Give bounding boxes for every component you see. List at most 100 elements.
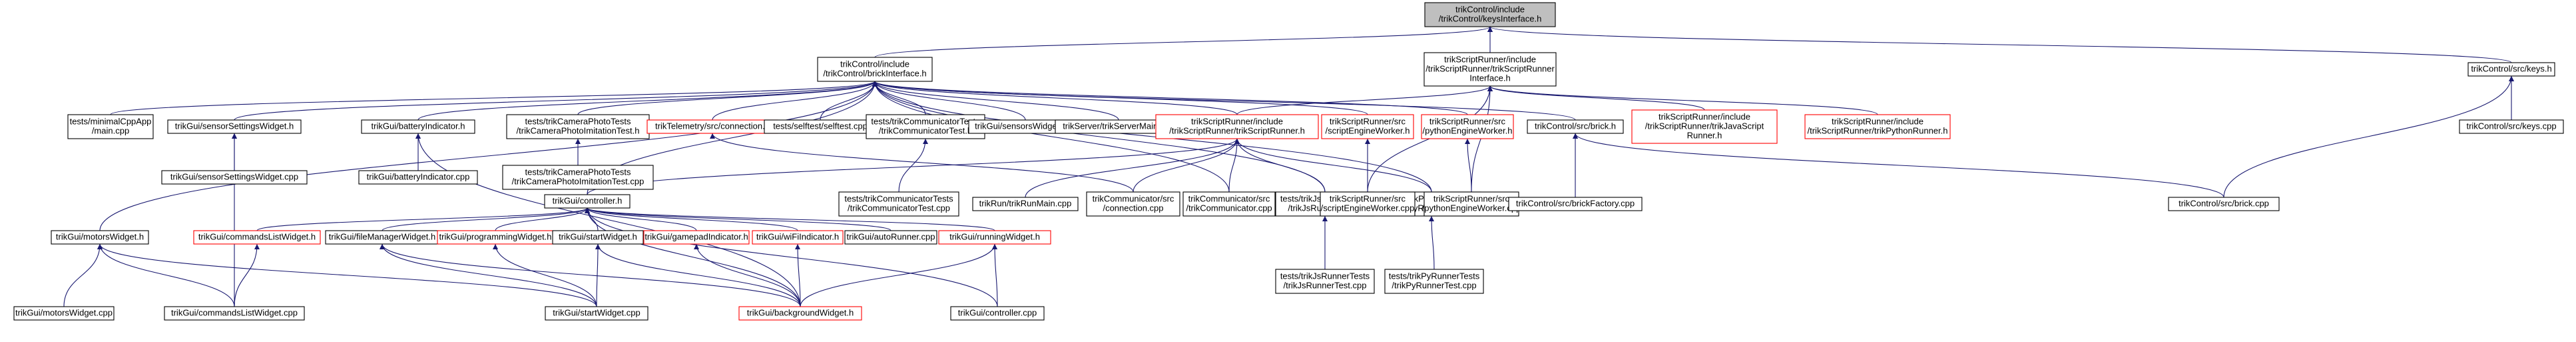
file-node[interactable]: trikScriptRunner/include/trikScriptRunne… bbox=[1155, 114, 1319, 139]
file-node-label: trikGui/startWidget.cpp bbox=[553, 307, 641, 317]
dependency-edge bbox=[872, 81, 1230, 193]
file-node[interactable]: trikControl/src/brick.h bbox=[1527, 119, 1624, 134]
file-node[interactable]: trikCommunicator/src/connection.cpp bbox=[1086, 191, 1180, 217]
dependency-edge bbox=[992, 243, 998, 307]
file-node-label: trikControl/src/keys.h bbox=[2471, 63, 2551, 73]
file-node-label: trikScriptRunner/include bbox=[1832, 116, 1924, 126]
dependency-edge bbox=[585, 207, 801, 307]
file-node[interactable]: trikGui/sensorSettingsWidget.h bbox=[167, 119, 302, 134]
dependency-edge bbox=[256, 207, 590, 231]
file-node[interactable]: tests/minimalCppApp/main.cpp bbox=[67, 114, 154, 139]
file-node-box bbox=[506, 114, 650, 139]
file-node-box bbox=[817, 57, 933, 82]
file-node-label: trikCommunicator/src bbox=[1093, 193, 1174, 203]
dependency-edge bbox=[585, 207, 892, 231]
file-node-label: trikScriptRunner/src bbox=[1429, 116, 1506, 126]
file-node-box bbox=[938, 230, 1051, 245]
file-node[interactable]: trikControl/include/trikControl/keysInte… bbox=[1424, 2, 1556, 27]
file-node-box bbox=[1321, 114, 1414, 139]
file-node[interactable]: trikScriptRunner/src/pythonEngineWorker.… bbox=[1422, 191, 1521, 217]
file-node-box bbox=[752, 230, 844, 245]
file-node[interactable]: trikRun/trikRunMain.cpp bbox=[972, 197, 1079, 211]
file-node-label: trikControl/src/brick.h bbox=[1535, 121, 1616, 131]
file-node[interactable]: tests/trikCameraPhotoTests/trikCameraPho… bbox=[502, 165, 654, 190]
file-node[interactable]: trikGui/gamepadIndicator.h bbox=[643, 230, 750, 245]
file-node[interactable]: trikControl/src/keys.h bbox=[2467, 62, 2555, 77]
file-node-label: /trikScriptRunner/trikScriptRunner.h bbox=[1169, 125, 1305, 135]
dependency-edge bbox=[1236, 85, 1493, 115]
file-node[interactable]: trikControl/include/trikControl/brickInt… bbox=[817, 57, 933, 82]
file-node[interactable]: trikServer/trikServerMain.cpp bbox=[1055, 119, 1182, 134]
file-node-label: trikControl/src/keys.cpp bbox=[2466, 121, 2556, 131]
file-node[interactable]: trikControl/src/brickFactory.cpp bbox=[1508, 197, 1643, 211]
file-node-label: /main.cpp bbox=[92, 125, 129, 135]
file-node-box bbox=[552, 230, 644, 245]
file-node-label: trikGui/controller.h bbox=[553, 195, 623, 205]
file-node[interactable]: tests/trikJsRunnerTests/trikJsRunnerTest… bbox=[1275, 269, 1375, 294]
file-node-label: /connection.cpp bbox=[1103, 203, 1163, 213]
file-node-box bbox=[1182, 191, 1276, 217]
file-node[interactable]: trikGui/controller.h bbox=[544, 194, 631, 209]
file-node-label: /pythonEngineWorker.h bbox=[1423, 125, 1513, 135]
file-node[interactable]: tests/trikCameraPhotoTests/trikCameraPho… bbox=[506, 114, 650, 139]
file-node[interactable]: trikGui/autoRunner.cpp bbox=[844, 230, 937, 245]
file-node[interactable]: trikScriptRunner/include/trikScriptRunne… bbox=[1423, 52, 1557, 87]
file-node[interactable]: trikGui/startWidget.h bbox=[552, 230, 644, 245]
dependency-edge bbox=[577, 81, 878, 115]
file-node[interactable]: trikGui/commandsListWidget.cpp bbox=[164, 306, 305, 321]
file-node-box bbox=[738, 306, 862, 321]
file-node[interactable]: trikGui/batteryIndicator.h bbox=[361, 119, 475, 134]
file-node[interactable]: tests/trikCommunicatorTests/trikCommunic… bbox=[838, 191, 959, 217]
file-node[interactable]: tests/selftest/selftest.cpp bbox=[764, 119, 877, 134]
dependency-edge bbox=[1487, 85, 1705, 111]
dependency-edge bbox=[595, 243, 801, 307]
file-node[interactable]: trikGui/sensorsWidget.cpp bbox=[968, 119, 1083, 134]
dependency-edge bbox=[380, 243, 801, 307]
dependency-edge bbox=[585, 207, 798, 231]
file-node-label: trikGui/sensorSettingsWidget.cpp bbox=[170, 171, 298, 181]
dependency-edge bbox=[1465, 138, 1472, 193]
file-node-box bbox=[1384, 269, 1484, 294]
file-node[interactable]: trikScriptRunner/src/scriptEngineWorker.… bbox=[1321, 114, 1414, 139]
file-node[interactable]: tests/trikPyRunnerTests/trikPyRunnerTest… bbox=[1384, 269, 1484, 294]
file-node[interactable]: trikCommunicator/src/trikCommunicator.cp… bbox=[1182, 191, 1276, 217]
dependency-edge bbox=[710, 133, 1134, 193]
file-node-label: tests/trikCameraPhotoTests bbox=[525, 167, 631, 177]
file-node-label: Interface.h bbox=[1469, 73, 1510, 83]
file-node-label: trikGui/sensorsWidget.cpp bbox=[975, 121, 1076, 131]
file-node[interactable]: trikGui/runningWidget.h bbox=[938, 230, 1051, 245]
file-node-label: trikGui/fileManagerWidget.h bbox=[329, 231, 435, 241]
file-node-label: Runner.h bbox=[1687, 130, 1722, 140]
dependency-edge bbox=[380, 243, 597, 307]
file-node-label: tests/selftest/selftest.cpp bbox=[773, 121, 868, 131]
file-node[interactable]: trikGui/wiFiIndicator.h bbox=[752, 230, 844, 245]
file-node[interactable]: trikScriptRunner/include/trikScriptRunne… bbox=[1631, 109, 1778, 144]
dependency-edge bbox=[97, 243, 235, 307]
dependency-edge bbox=[110, 81, 878, 115]
file-node[interactable]: trikGui/controller.cpp bbox=[950, 306, 1045, 321]
file-node[interactable]: trikGui/startWidget.cpp bbox=[545, 306, 648, 321]
file-node-label: trikScriptRunner/include bbox=[1659, 111, 1750, 121]
file-node[interactable]: trikGui/commandsListWidget.h bbox=[193, 230, 321, 245]
file-node[interactable]: trikGui/sensorSettingsWidget.cpp bbox=[161, 170, 308, 185]
file-node[interactable]: trikScriptRunner/src/pythonEngineWorker.… bbox=[1421, 114, 1514, 139]
file-node[interactable]: tests/trikCommunicatorTests/trikCommunic… bbox=[866, 114, 985, 139]
file-node-box bbox=[1508, 197, 1643, 211]
file-node-box bbox=[2459, 119, 2564, 134]
file-node-label: /trikControl/keysInterface.h bbox=[1439, 13, 1542, 23]
dependency-edge bbox=[493, 243, 597, 307]
file-node[interactable]: trikGui/backgroundWidget.h bbox=[738, 306, 862, 321]
file-node[interactable]: trikScriptRunner/src/scriptEngineWorker.… bbox=[1320, 191, 1416, 217]
file-node-box bbox=[544, 194, 631, 209]
file-node[interactable]: trikGui/motorsWidget.h bbox=[51, 230, 149, 245]
file-node[interactable]: trikGui/fileManagerWidget.h bbox=[325, 230, 439, 245]
file-node[interactable]: trikScriptRunner/include/trikScriptRunne… bbox=[1804, 114, 1951, 139]
file-node[interactable]: trikControl/src/brick.cpp bbox=[2168, 197, 2280, 211]
file-node[interactable]: trikGui/programmingWidget.h bbox=[437, 230, 554, 245]
file-node[interactable]: trikGui/batteryIndicator.cpp bbox=[358, 170, 478, 185]
file-node[interactable]: trikControl/src/keys.cpp bbox=[2459, 119, 2564, 134]
file-node-box bbox=[1804, 114, 1951, 139]
file-node[interactable]: trikTelemetry/src/connection.h bbox=[646, 119, 778, 134]
file-node[interactable]: trikGui/motorsWidget.cpp bbox=[13, 306, 115, 321]
dependency-edge bbox=[1429, 215, 1435, 270]
